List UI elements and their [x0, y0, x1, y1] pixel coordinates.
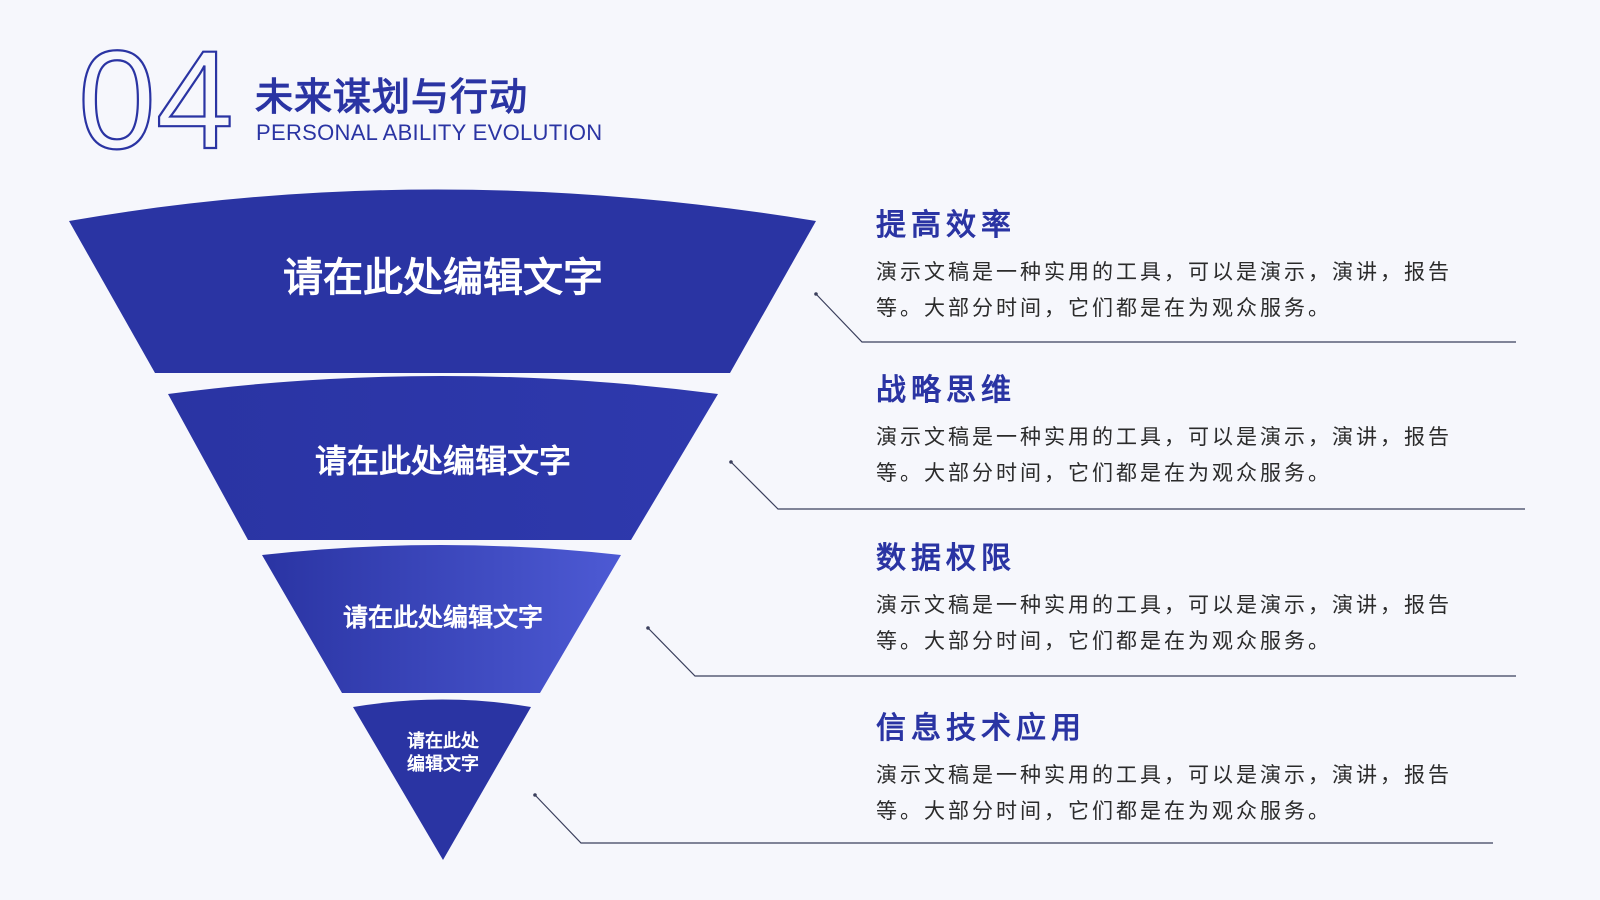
- funnel-layer-3-label: 请在此处编辑文字: [342, 603, 544, 632]
- item-1: 提高效率 演示文稿是一种实用的工具，可以是演示，演讲，报告等。大部分时间，它们都…: [876, 200, 1516, 326]
- item-description: 演示文稿是一种实用的工具，可以是演示，演讲，报告等。大部分时间，它们都是在为观众…: [876, 260, 1452, 320]
- funnel-layer-4-label-line1: 请在此处: [407, 731, 479, 752]
- funnel-layer-1-label: 请在此处编辑文字: [283, 255, 603, 301]
- item-title: 数据权限: [876, 541, 1016, 576]
- funnel-layer-4: [353, 699, 531, 860]
- item-description: 演示文稿是一种实用的工具，可以是演示，演讲，报告等。大部分时间，它们都是在为观众…: [876, 593, 1452, 653]
- svg-text:04: 04: [78, 30, 234, 160]
- item-title: 战略思维: [876, 373, 1016, 408]
- item-3: 数据权限 演示文稿是一种实用的工具，可以是演示，演讲，报告等。大部分时间，它们都…: [876, 533, 1516, 659]
- item-title: 提高效率: [876, 208, 1016, 243]
- item-4: 信息技术应用 演示文稿是一种实用的工具，可以是演示，演讲，报告等。大部分时间，它…: [876, 703, 1516, 829]
- page-title: 未来谋划与行动: [255, 75, 529, 119]
- item-title: 信息技术应用: [876, 711, 1086, 746]
- funnel-layer-2-label: 请在此处编辑文字: [314, 442, 572, 480]
- connector-line-4: [534, 794, 1493, 844]
- connector-line-2: [730, 461, 1525, 510]
- connector-line-1: [815, 293, 1516, 343]
- page-subtitle: PERSONAL ABILITY EVOLUTION: [256, 120, 603, 145]
- funnel-layer-4-label-line2: 编辑文字: [407, 753, 479, 775]
- funnel-layer-2: [168, 376, 718, 540]
- item-description: 演示文稿是一种实用的工具，可以是演示，演讲，报告等。大部分时间，它们都是在为观众…: [876, 425, 1452, 485]
- connector-line-3: [647, 627, 1516, 677]
- funnel-layer-4-label: 请在此处 编辑文字: [407, 731, 479, 776]
- item-2: 战略思维 演示文稿是一种实用的工具，可以是演示，演讲，报告等。大部分时间，它们都…: [876, 365, 1516, 491]
- funnel-layer-3: [262, 545, 621, 693]
- item-description: 演示文稿是一种实用的工具，可以是演示，演讲，报告等。大部分时间，它们都是在为观众…: [876, 763, 1452, 823]
- funnel-layer-1: [69, 189, 816, 373]
- section-number: 04: [78, 30, 235, 160]
